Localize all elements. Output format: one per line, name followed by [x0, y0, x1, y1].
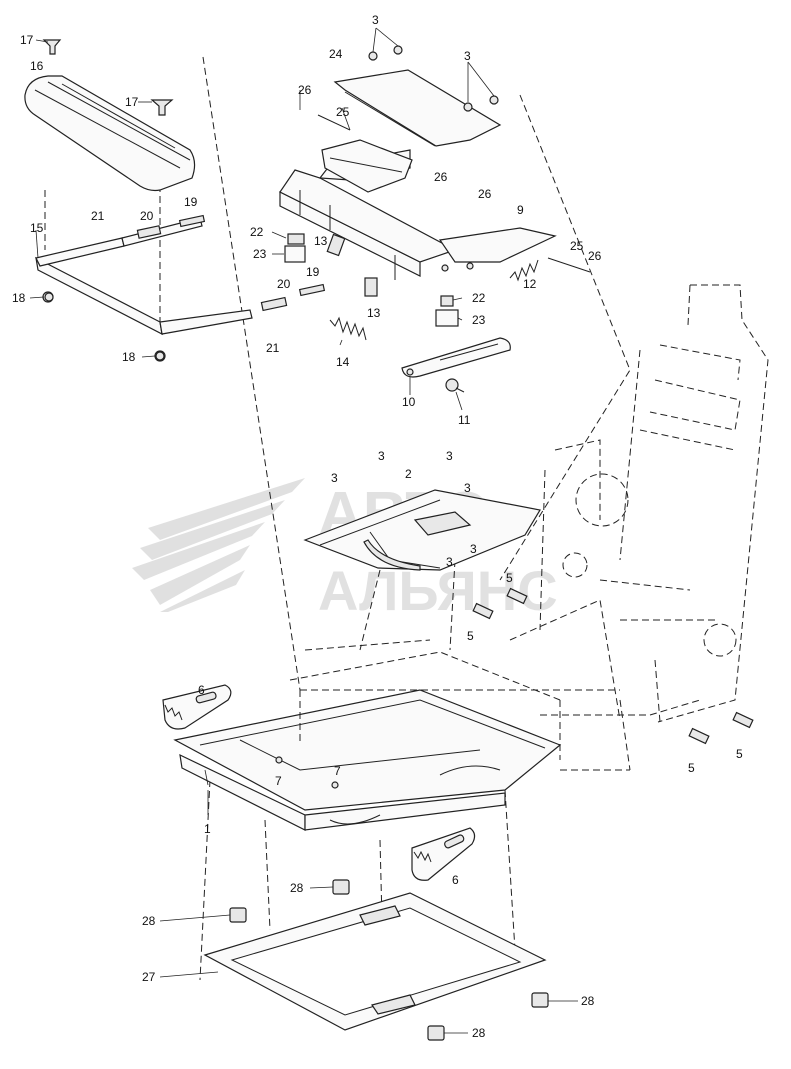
callout-21: 21 — [91, 209, 105, 223]
nut-18-b — [155, 351, 165, 361]
callout-2: 2 — [405, 467, 412, 481]
bolt-5-b — [472, 602, 494, 620]
callout-3: 3 — [378, 449, 385, 463]
callout-15: 15 — [30, 221, 44, 235]
callout-28: 28 — [142, 914, 156, 928]
callout-5: 5 — [467, 629, 474, 643]
callout-25: 25 — [336, 105, 350, 119]
buffer-22-23-upper — [284, 233, 306, 263]
pin-25-right — [547, 257, 591, 273]
callout-12: 12 — [523, 277, 537, 291]
bolt-11 — [445, 378, 465, 393]
callout-5: 5 — [506, 571, 513, 585]
bolt-7-b — [331, 781, 339, 789]
callout-20: 20 — [140, 209, 154, 223]
callout-5: 5 — [736, 747, 743, 761]
callout-25: 25 — [570, 239, 584, 253]
bolt-3-top — [368, 45, 403, 61]
callout-3: 3 — [446, 555, 453, 569]
spring-14 — [329, 316, 367, 341]
callout-26: 26 — [588, 249, 602, 263]
callout-26: 26 — [434, 170, 448, 184]
callout-26: 26 — [298, 83, 312, 97]
callout-13: 13 — [367, 306, 381, 320]
callout-7: 7 — [275, 774, 282, 788]
callout-5: 5 — [688, 761, 695, 775]
callout-17: 17 — [125, 95, 139, 109]
bolt-5-a — [506, 587, 528, 605]
callout-22: 22 — [250, 225, 264, 239]
callout-28: 28 — [581, 994, 595, 1008]
callout-17: 17 — [20, 33, 34, 47]
callout-23: 23 — [253, 247, 267, 261]
bolt-5-c — [688, 727, 710, 745]
watermark-logo-icon — [132, 478, 305, 612]
leader-lines — [29, 27, 578, 1034]
callout-6: 6 — [452, 873, 459, 887]
callout-19: 19 — [184, 195, 198, 209]
watermark: АВТО АЛЬЯНС — [132, 478, 558, 622]
clip-28-c — [531, 992, 549, 1008]
armrest-frame-15 — [35, 214, 326, 362]
callout-28: 28 — [290, 881, 304, 895]
callout-21: 21 — [266, 341, 280, 355]
seat-plate-2 — [303, 489, 541, 571]
callout-14: 14 — [336, 355, 350, 369]
callout-28: 28 — [472, 1026, 486, 1040]
callout-26: 26 — [478, 187, 492, 201]
adjuster-lever-10 — [401, 337, 511, 378]
bolt-3-right — [463, 95, 499, 112]
callout-3: 3 — [331, 471, 338, 485]
callouts: 17 16 17 3 24 3 26 25 26 26 9 19 21 20 1… — [12, 13, 743, 1040]
callout-13: 13 — [314, 234, 328, 248]
callout-3: 3 — [470, 542, 477, 556]
recliner-plate-6-left — [162, 684, 232, 730]
pin-26-left — [317, 114, 351, 131]
callout-16: 16 — [30, 59, 44, 73]
callout-3: 3 — [464, 481, 471, 495]
armrest-pad-16 — [24, 75, 196, 192]
stopper-13 — [326, 233, 378, 297]
callout-1: 1 — [204, 822, 211, 836]
callout-3: 3 — [446, 449, 453, 463]
cover-plate-24 — [333, 69, 502, 147]
screw-17-top — [42, 39, 62, 55]
base-frame-27 — [203, 892, 547, 1031]
screw-17-mid — [150, 99, 174, 116]
bolt-7-a — [275, 756, 283, 764]
callout-7: 7 — [334, 764, 341, 778]
spring-12 — [509, 259, 539, 282]
recliner-plate-6-right — [411, 827, 476, 881]
callout-22: 22 — [472, 291, 486, 305]
upper-cross-frame-9 — [279, 149, 557, 280]
clip-28-a — [229, 907, 247, 923]
callout-23: 23 — [472, 313, 486, 327]
nut-18-a — [44, 292, 54, 302]
callout-11: 11 — [458, 413, 471, 427]
callout-27: 27 — [142, 970, 156, 984]
backrest-frame — [509, 284, 769, 723]
callout-20: 20 — [277, 277, 291, 291]
callout-18: 18 — [122, 350, 136, 364]
clip-28-d — [427, 1025, 445, 1041]
callout-18: 18 — [12, 291, 26, 305]
callout-10: 10 — [402, 395, 416, 409]
bracket-25 — [321, 139, 413, 193]
callout-3: 3 — [464, 49, 471, 63]
callout-9: 9 — [517, 203, 524, 217]
buffer-22-23-lower — [435, 295, 459, 327]
seat-frame-1 — [173, 651, 562, 831]
callout-3: 3 — [372, 13, 379, 27]
callout-19: 19 — [306, 265, 320, 279]
callout-24: 24 — [329, 47, 343, 61]
callout-6: 6 — [198, 683, 205, 697]
bolt-5-d — [732, 711, 754, 729]
clip-28-b — [332, 879, 350, 895]
